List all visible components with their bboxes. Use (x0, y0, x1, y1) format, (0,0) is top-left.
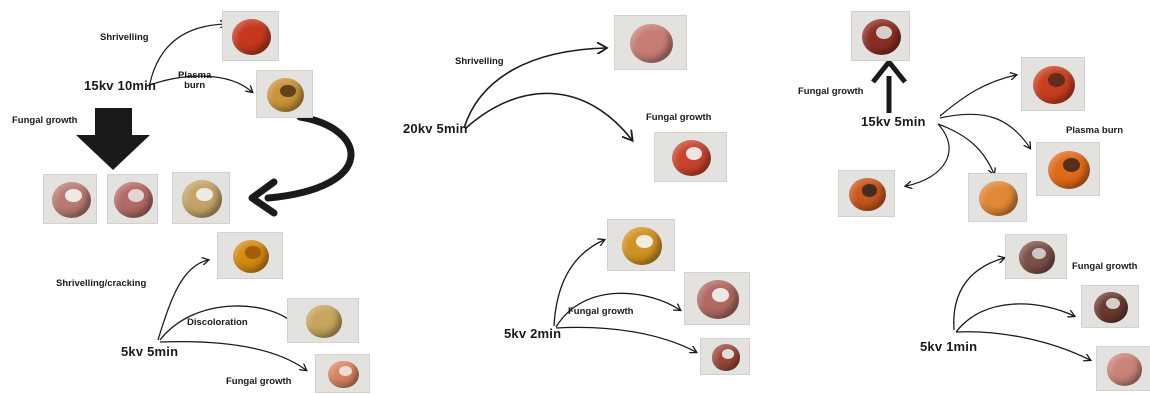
condition-20kv-5min: 20kv 5min (403, 122, 468, 136)
arrow-5kv1-middle (956, 304, 1074, 332)
fruit-spot (280, 85, 296, 98)
fruit-spot (339, 366, 352, 376)
label-discoloration: Discoloration (187, 318, 248, 328)
condition-15kv-10min: 15kv 10min (84, 79, 156, 93)
photo-fungal-orange-fruit-bottom (315, 354, 370, 393)
fruit-shape (979, 181, 1017, 216)
fruit-shape (233, 240, 270, 274)
label-fungal-growth-p3-bottom: Fungal growth (1072, 262, 1137, 272)
fruit-shape (1019, 241, 1054, 273)
fruit-spot (686, 147, 702, 160)
fruit-shape (630, 24, 673, 63)
label-plasma-burn-p1: Plasma burn (178, 71, 211, 91)
label-shrivelling-p2: Shrivelling (455, 57, 504, 67)
photo-fungal-dark-red-fruit-top (851, 11, 910, 61)
arrow-to-cracking (158, 260, 208, 340)
fruit-shape (328, 361, 358, 389)
photo-fungal-brown-fruit-small (700, 338, 750, 375)
fruit-shape (1048, 151, 1090, 190)
fruit-shape (622, 227, 663, 264)
arrow-15kv5-to-red (940, 75, 1016, 116)
arrow-20kv-fungal (466, 93, 632, 140)
photo-discolored-yellow-fruit (287, 298, 359, 343)
photo-fungal-pink-fruit-1 (43, 174, 97, 224)
fruit-spot (722, 349, 734, 359)
fruit-spot (712, 288, 729, 302)
fruit-shape (862, 19, 901, 55)
fruit-shape (1094, 292, 1128, 323)
fruit-spot (65, 189, 81, 202)
condition-15kv-5min: 15kv 5min (861, 115, 926, 129)
fruit-spot (636, 235, 653, 249)
photo-fungal-red-fruit-top (654, 132, 727, 182)
arrow-15kv5-to-small (938, 124, 994, 174)
photo-fungal-orange-fruit-left (838, 170, 895, 217)
condition-5kv-2min: 5kv 2min (504, 327, 561, 341)
fruit-shape (267, 78, 304, 112)
label-fungal-growth-p2-top: Fungal growth (646, 113, 711, 123)
arrow-15kv5-to-left (906, 124, 949, 186)
fruit-shape (712, 344, 741, 371)
photo-orange-fruit-small (968, 173, 1027, 222)
photo-fungal-dark-fruit-bottom-2 (1081, 285, 1139, 328)
fruit-shape (697, 280, 738, 318)
fruit-spot (862, 184, 877, 196)
arrow-5kv2-bottom (556, 327, 696, 352)
photo-plasma-burn-yellow-fruit (256, 70, 313, 118)
arrow-to-fungal-bottom (160, 342, 306, 370)
label-plasma-burn-p3: Plasma burn (1066, 126, 1123, 136)
big-down-arrow (76, 108, 150, 170)
fruit-shape (1107, 353, 1142, 385)
photo-fungal-pink-fruit-large (684, 272, 750, 325)
fruit-shape (232, 19, 271, 55)
fruit-shape (306, 305, 341, 337)
fruit-spot (876, 26, 892, 39)
fruit-shape (52, 182, 91, 218)
fruit-spot (1032, 248, 1047, 260)
fruit-spot (1048, 73, 1066, 87)
label-shrivelling-cracking: Shrivelling/cracking (56, 279, 146, 289)
photo-plasma-burn-red-fruit (1021, 57, 1085, 111)
condition-5kv-1min: 5kv 1min (920, 340, 977, 354)
fruit-spot (196, 188, 213, 202)
arrow-5kv1-top (954, 258, 1004, 330)
fruit-shape (182, 180, 223, 217)
photo-plasma-burn-orange-fruit (1036, 142, 1100, 196)
photo-fungal-amber-fruit (607, 219, 675, 271)
fruit-spot (1106, 298, 1120, 309)
fruit-spot (245, 246, 260, 258)
label-fungal-growth-bottom-p1: Fungal growth (226, 377, 291, 387)
photo-cracked-amber-fruit (217, 232, 283, 279)
condition-5kv-5min: 5kv 5min (121, 345, 178, 359)
photo-fungal-yellow-fruit (172, 172, 230, 224)
fruit-spot (128, 189, 144, 202)
photo-shrivelled-red-fruit (222, 11, 279, 61)
photo-fungal-brown-fruit-bottom-1 (1005, 234, 1067, 279)
fruit-spot (1063, 158, 1081, 172)
curved-return-arrow (268, 117, 351, 198)
label-fungal-growth-p3-top: Fungal growth (798, 87, 863, 97)
label-fungal-growth-p2-bottom: Fungal growth (568, 307, 633, 317)
fruit-shape (672, 140, 711, 176)
photo-pink-fruit-bottom (1096, 346, 1150, 391)
fruit-shape (849, 178, 886, 212)
fruit-shape (1033, 66, 1075, 105)
photo-fungal-pink-fruit-2 (107, 174, 158, 224)
label-shrivelling-p1: Shrivelling (100, 33, 149, 43)
photo-shrivelled-pink-fruit (614, 15, 687, 70)
fruit-shape (114, 182, 153, 218)
label-fungal-growth-left: Fungal growth (12, 116, 77, 126)
